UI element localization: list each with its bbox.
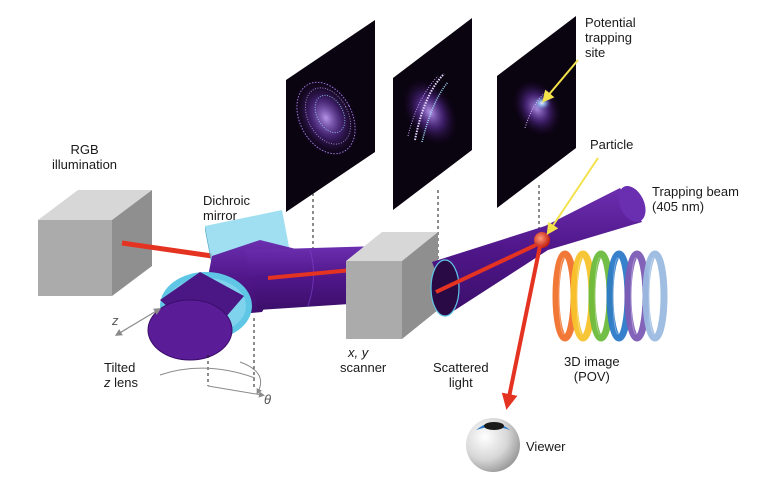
z-axis-indicator <box>114 308 162 336</box>
scattered-light-arrow <box>501 245 542 410</box>
panel-drop-lines <box>312 185 540 268</box>
xy-scanner-box <box>346 232 438 339</box>
rgb-illumination-label: RGB illumination <box>52 142 118 172</box>
theta-label: θ <box>264 392 272 407</box>
particle <box>534 232 550 248</box>
trapping-beam <box>430 186 646 317</box>
particle-label: Particle <box>590 137 634 152</box>
image-panel-2 <box>393 18 472 210</box>
pov-3d-image <box>552 250 668 342</box>
tilted-label: Tilted <box>104 360 136 375</box>
trapping-beam-label: Trapping beam (405 nm) <box>652 184 739 214</box>
pov-ring <box>642 250 668 342</box>
z-lens-z: z <box>104 375 111 390</box>
potential-site-arrow <box>542 59 579 103</box>
pov-ring-highlight <box>558 257 570 335</box>
z-lens-text: lens <box>110 375 138 390</box>
internal-beam <box>267 268 353 280</box>
scanner-label: scanner <box>340 360 387 375</box>
tilted-z-lens <box>147 272 252 361</box>
dichroic-mirror-label: Dichroic mirror <box>203 193 250 223</box>
particle-arrow <box>546 157 599 235</box>
scattered-light-label: Scattered light <box>433 360 489 390</box>
viewer-eye-icon <box>466 418 520 472</box>
pov-ring-highlight <box>612 257 624 335</box>
z-axis-label: z <box>112 313 119 328</box>
viewer-label: Viewer <box>526 439 566 454</box>
z-lens-label: z lens <box>104 375 138 390</box>
image-panel-1 <box>286 20 375 212</box>
pov-ring-highlight <box>576 257 588 335</box>
scanner-xy-label: x, y <box>348 345 369 360</box>
potential-trapping-site-label: Potential trapping site <box>585 15 636 60</box>
rgb-illumination-box <box>38 190 152 296</box>
rgb-beam <box>121 240 213 259</box>
theta-indicator <box>159 318 265 398</box>
pov-ring-highlight <box>594 257 606 335</box>
image-panel-3 <box>497 16 576 208</box>
3d-image-pov-label: 3D image (POV) <box>564 354 620 384</box>
pov-ring-highlight <box>648 257 660 335</box>
pov-ring-highlight <box>630 257 642 335</box>
